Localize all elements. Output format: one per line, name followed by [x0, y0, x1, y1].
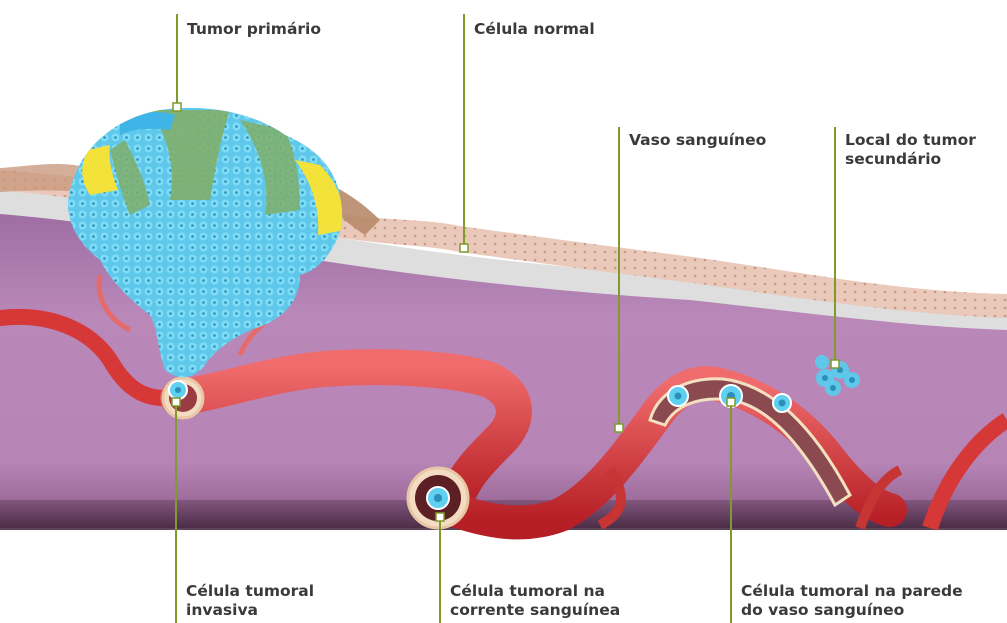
label-normal-cell: Célula normal	[474, 20, 595, 39]
label-blood-vessel: Vaso sanguíneo	[629, 131, 766, 150]
label-primary-tumor: Tumor primário	[187, 20, 321, 39]
label-bloodstream-cell: Célula tumoral na corrente sanguínea	[450, 582, 620, 620]
label-invasive-cell: Célula tumoral invasiva	[186, 582, 314, 620]
tumor-cell-invasive	[169, 381, 187, 399]
label-vessel-wall-cell: Célula tumoral na parede do vaso sanguín…	[741, 582, 963, 620]
label-secondary-site: Local do tumor secundário	[845, 131, 976, 169]
tumor-cell-bloodstream	[427, 487, 449, 509]
